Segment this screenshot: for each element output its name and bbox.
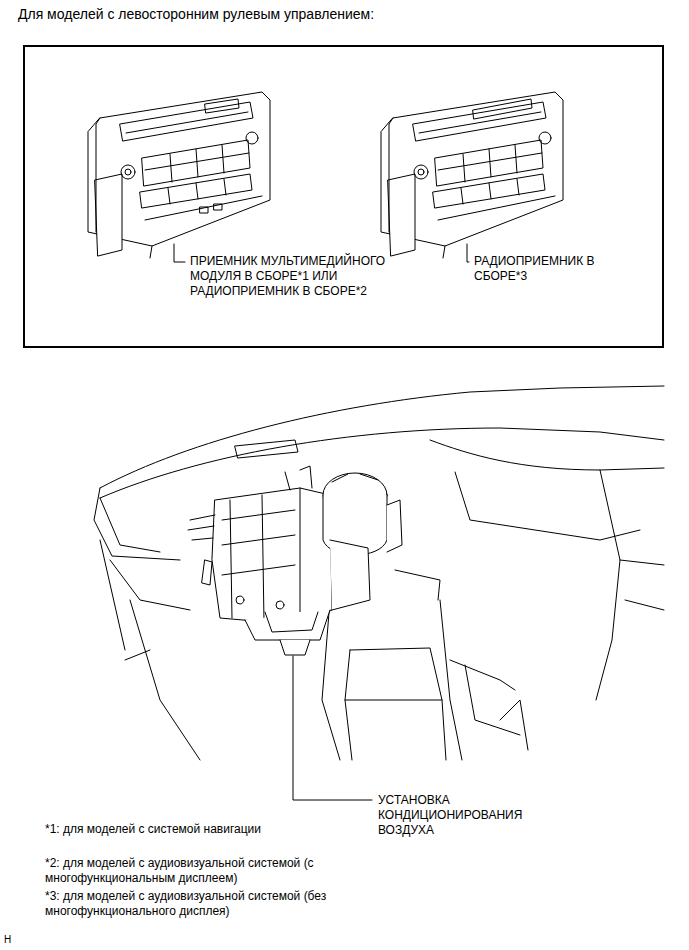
footnote: *3: для моделей с аудиовизуальной систем… <box>45 889 345 919</box>
part-label: ПРИЕМНИК МУЛЬТИМЕДИЙНОГО МОДУЛЯ В СБОРЕ*… <box>190 254 415 299</box>
air-conditioning-unit <box>188 466 402 655</box>
leader-line <box>174 244 185 262</box>
radio-unit <box>88 92 270 258</box>
footnote: *1: для моделей с системой навигации <box>45 822 375 837</box>
leader-line <box>293 656 372 800</box>
frame-box: ПРИЕМНИК МУЛЬТИМЕДИЙНОГО МОДУЛЯ В СБОРЕ*… <box>23 45 664 348</box>
part-label: УСТАНОВКА КОНДИЦИОНИРОВАНИЯ ВОЗДУХА <box>378 793 563 838</box>
leader-line <box>467 244 469 262</box>
dashboard-outline <box>94 386 664 760</box>
page-code: H <box>4 934 34 947</box>
part-label: РАДИОПРИЕМНИК В СБОРЕ*3 <box>474 254 639 284</box>
heading: Для моделей с левосторонним рулевым упра… <box>18 6 658 24</box>
footnote: *2: для моделей с аудиовизуальной систем… <box>45 856 345 886</box>
radio-unit <box>381 92 563 258</box>
